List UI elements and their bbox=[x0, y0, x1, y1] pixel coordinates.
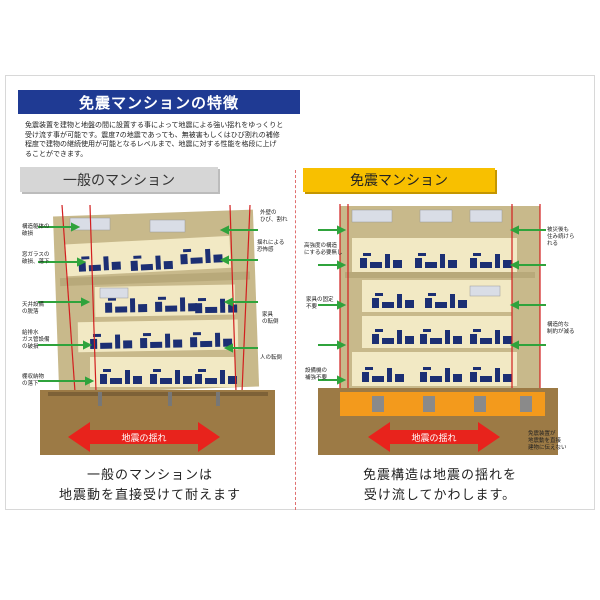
conventional-movement-arrows bbox=[38, 222, 258, 386]
label-line: の破損 bbox=[22, 344, 39, 350]
conventional-header: 一般のマンション bbox=[20, 167, 218, 192]
conventional-floor-3 bbox=[94, 284, 238, 317]
label-person-fall: 人の転倒 bbox=[260, 355, 282, 362]
isolated-floor-2 bbox=[362, 316, 512, 348]
label-line: 構造躯体の bbox=[22, 224, 50, 230]
label-line: の脱落 bbox=[22, 309, 39, 315]
label-wall-crack: 外壁の ひび、割れ bbox=[260, 210, 288, 224]
conventional-floor-2 bbox=[77, 319, 239, 353]
isolated-quake-arrow bbox=[368, 422, 500, 452]
label-line: 制約が減る bbox=[547, 329, 575, 335]
intro-text: 免震装置を建物と地盤の間に設置する事によって地震による強い揺れをゆっくりと 受け… bbox=[25, 121, 300, 159]
isolation-layer bbox=[340, 392, 545, 416]
isolator-pads bbox=[372, 396, 532, 412]
isolated-movement-arrows bbox=[318, 225, 546, 385]
isolated-floor-1 bbox=[352, 352, 517, 386]
label-line: ガス管設備 bbox=[22, 337, 50, 343]
label-line: 免震装置が bbox=[528, 431, 556, 437]
label-line: 給排水 bbox=[22, 330, 39, 336]
center-divider bbox=[295, 170, 296, 510]
label-line: 地震動を直接 bbox=[528, 438, 562, 444]
label-line: 棚収納物 bbox=[22, 374, 45, 380]
label-no-high-strength: 高強度の構造 にする必要無し bbox=[304, 243, 343, 257]
label-line: 家具 bbox=[262, 312, 274, 318]
label-line: にする必要無し bbox=[304, 250, 343, 256]
label-line: 建物に伝えない bbox=[528, 445, 567, 451]
isolated-floor-4 bbox=[352, 238, 517, 272]
label-line: 不要 bbox=[306, 304, 318, 310]
label-line: 窓ガラスの bbox=[22, 252, 50, 258]
label-line: 被災後も bbox=[547, 227, 570, 233]
caption-line: 地震動を直接受けて耐えます bbox=[58, 488, 241, 503]
label-line: の落下 bbox=[22, 381, 39, 387]
label-furniture-fall: 家具 の転倒 bbox=[262, 312, 279, 326]
label-fewer-constraints: 構造的な 制約が減る bbox=[547, 322, 575, 336]
caption-line: 受け流してかわします。 bbox=[363, 488, 517, 503]
label-structure-damage: 構造躯体の 破損 bbox=[22, 224, 50, 238]
page-title: 免震マンションの特徴 bbox=[18, 90, 300, 114]
conventional-ground bbox=[40, 390, 275, 455]
label-line: れる bbox=[547, 241, 559, 247]
label-line: 補強不要 bbox=[305, 375, 328, 381]
label-shelf-fall: 棚収納物 の落下 bbox=[22, 374, 44, 388]
label-line: 破損 bbox=[22, 231, 34, 237]
label-line: 恐怖感 bbox=[257, 247, 274, 253]
conventional-floor-4 bbox=[64, 235, 232, 277]
isolated-caption: 免震構造は地震の揺れを 受け流してかわします。 bbox=[310, 466, 570, 506]
intro-line: 受け流す事が可能です。震度7の地震であっても、無被害もしくはひび割れの補修 bbox=[25, 130, 280, 139]
conventional-floor-1 bbox=[90, 357, 237, 387]
label-ceiling-fall: 天井設備 の脱落 bbox=[22, 302, 44, 316]
label-line: 外壁の bbox=[260, 210, 277, 216]
label-no-furniture-fix: 家具の固定 不要 bbox=[306, 297, 334, 311]
label-line: 住み続けら bbox=[547, 234, 575, 240]
label-no-equipment-reinforce: 設備機の 補強不要 bbox=[305, 368, 327, 382]
seismic-isolation-header: 免震マンション bbox=[303, 168, 495, 192]
label-pipe-damage: 給排水 ガス管設備 の破損 bbox=[22, 330, 50, 351]
caption-line: 免震構造は地震の揺れを bbox=[362, 468, 517, 483]
caption-line: 一般のマンションは bbox=[86, 468, 213, 483]
conventional-quake-arrow bbox=[68, 422, 220, 452]
label-line: 天井設備 bbox=[22, 302, 45, 308]
label-line: 高強度の構造 bbox=[304, 243, 338, 249]
label-isolator-note: 免震装置が 地震動を直接 建物に伝えない bbox=[528, 431, 567, 452]
label-fear: 揺れによる 恐怖感 bbox=[257, 240, 284, 254]
isolated-slab bbox=[345, 272, 535, 278]
label-window-damage: 窓ガラスの 破損、落下 bbox=[22, 252, 50, 266]
conventional-caption: 一般のマンションは 地震動を直接受けて耐えます bbox=[20, 466, 280, 506]
label-line: 設備機の bbox=[305, 368, 328, 374]
intro-line: ることができます。 bbox=[25, 149, 88, 158]
conventional-slab bbox=[59, 271, 251, 287]
label-line: ひび、割れ bbox=[260, 217, 288, 223]
label-line: 揺れによる bbox=[257, 240, 285, 246]
conventional-quake-label: 地震の揺れ bbox=[121, 432, 166, 444]
intro-line: 程度で建物の継続使用が可能となるレベルまで、地震に対する性能を格段に上げ bbox=[25, 140, 277, 148]
isolated-floor-3 bbox=[362, 280, 512, 312]
isolated-building bbox=[339, 204, 541, 392]
label-line: 家具の固定 bbox=[306, 297, 334, 303]
label-line: 構造的な bbox=[547, 322, 570, 328]
isolated-quake-label: 地震の揺れ bbox=[411, 432, 456, 444]
label-livable-after: 被災後も 住み続けら れる bbox=[547, 227, 575, 248]
label-line: 破損、落下 bbox=[22, 259, 50, 265]
label-line: の転倒 bbox=[262, 319, 279, 325]
conventional-building bbox=[53, 204, 260, 394]
intro-line: 免震装置を建物と地盤の間に設置する事によって地震による強い揺れをゆっくりと bbox=[25, 121, 284, 129]
label-line: 人の転倒 bbox=[260, 355, 283, 361]
